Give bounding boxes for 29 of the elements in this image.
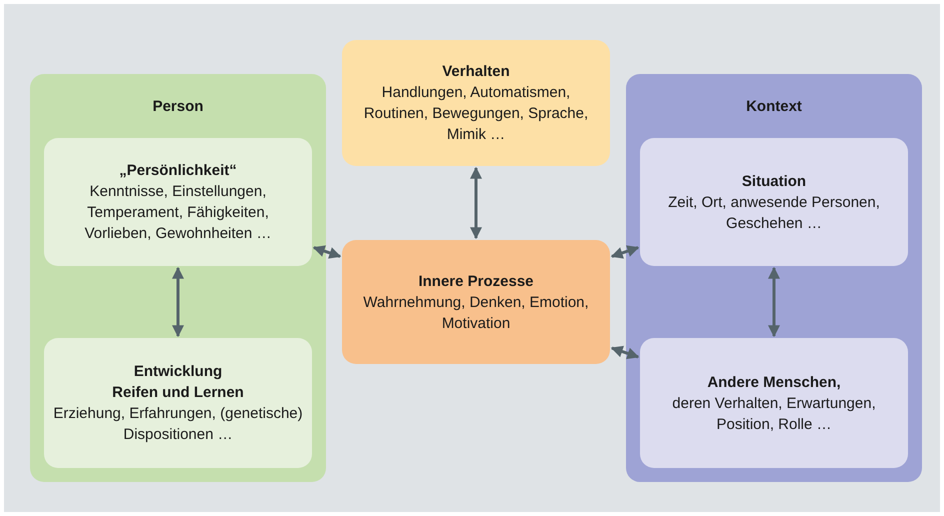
heading: Entwicklung [132,362,224,382]
description: Kenntnisse, Einstellungen, Temperament, Fähigkeiten, Vorlieben, Gewohnheiten … [84,182,272,244]
double-arrow [312,245,342,259]
heading: Reifen und Lernen [111,383,245,403]
double-arrow [610,245,640,259]
heading: Kontext [745,97,803,117]
heading: Andere Menschen, [706,372,842,392]
description: Wahrnehmung, Denken, Emotion, Motivation [362,292,590,334]
heading: Innere Prozesse [417,272,535,292]
double-arrow [470,166,482,240]
heading: „Persönlichkeit“ [118,161,238,181]
description: Erziehung, Erfahrungen, (genetische) Dispositionen … [52,404,304,445]
process-box [44,138,312,266]
process-box [342,40,610,166]
description: Handlungen, Automatismen, Routinen, Bewegungen, Sprache, Mimik … [362,83,590,145]
double-arrow [768,266,780,338]
process-box [342,240,610,364]
heading: Verhalten [441,62,511,82]
process-box [640,338,908,468]
heading: Person [152,97,204,117]
double-arrow [610,346,640,360]
process-box [640,138,908,266]
double-arrow [172,266,184,338]
description: Zeit, Ort, anwesende Personen, Geschehen … [667,192,881,234]
group-panel [626,74,922,482]
description: deren Verhalten, Erwartungen, Position, Rolle … [671,394,877,434]
group-panel [30,74,326,482]
process-box [44,338,312,468]
heading: Situation [740,172,808,192]
